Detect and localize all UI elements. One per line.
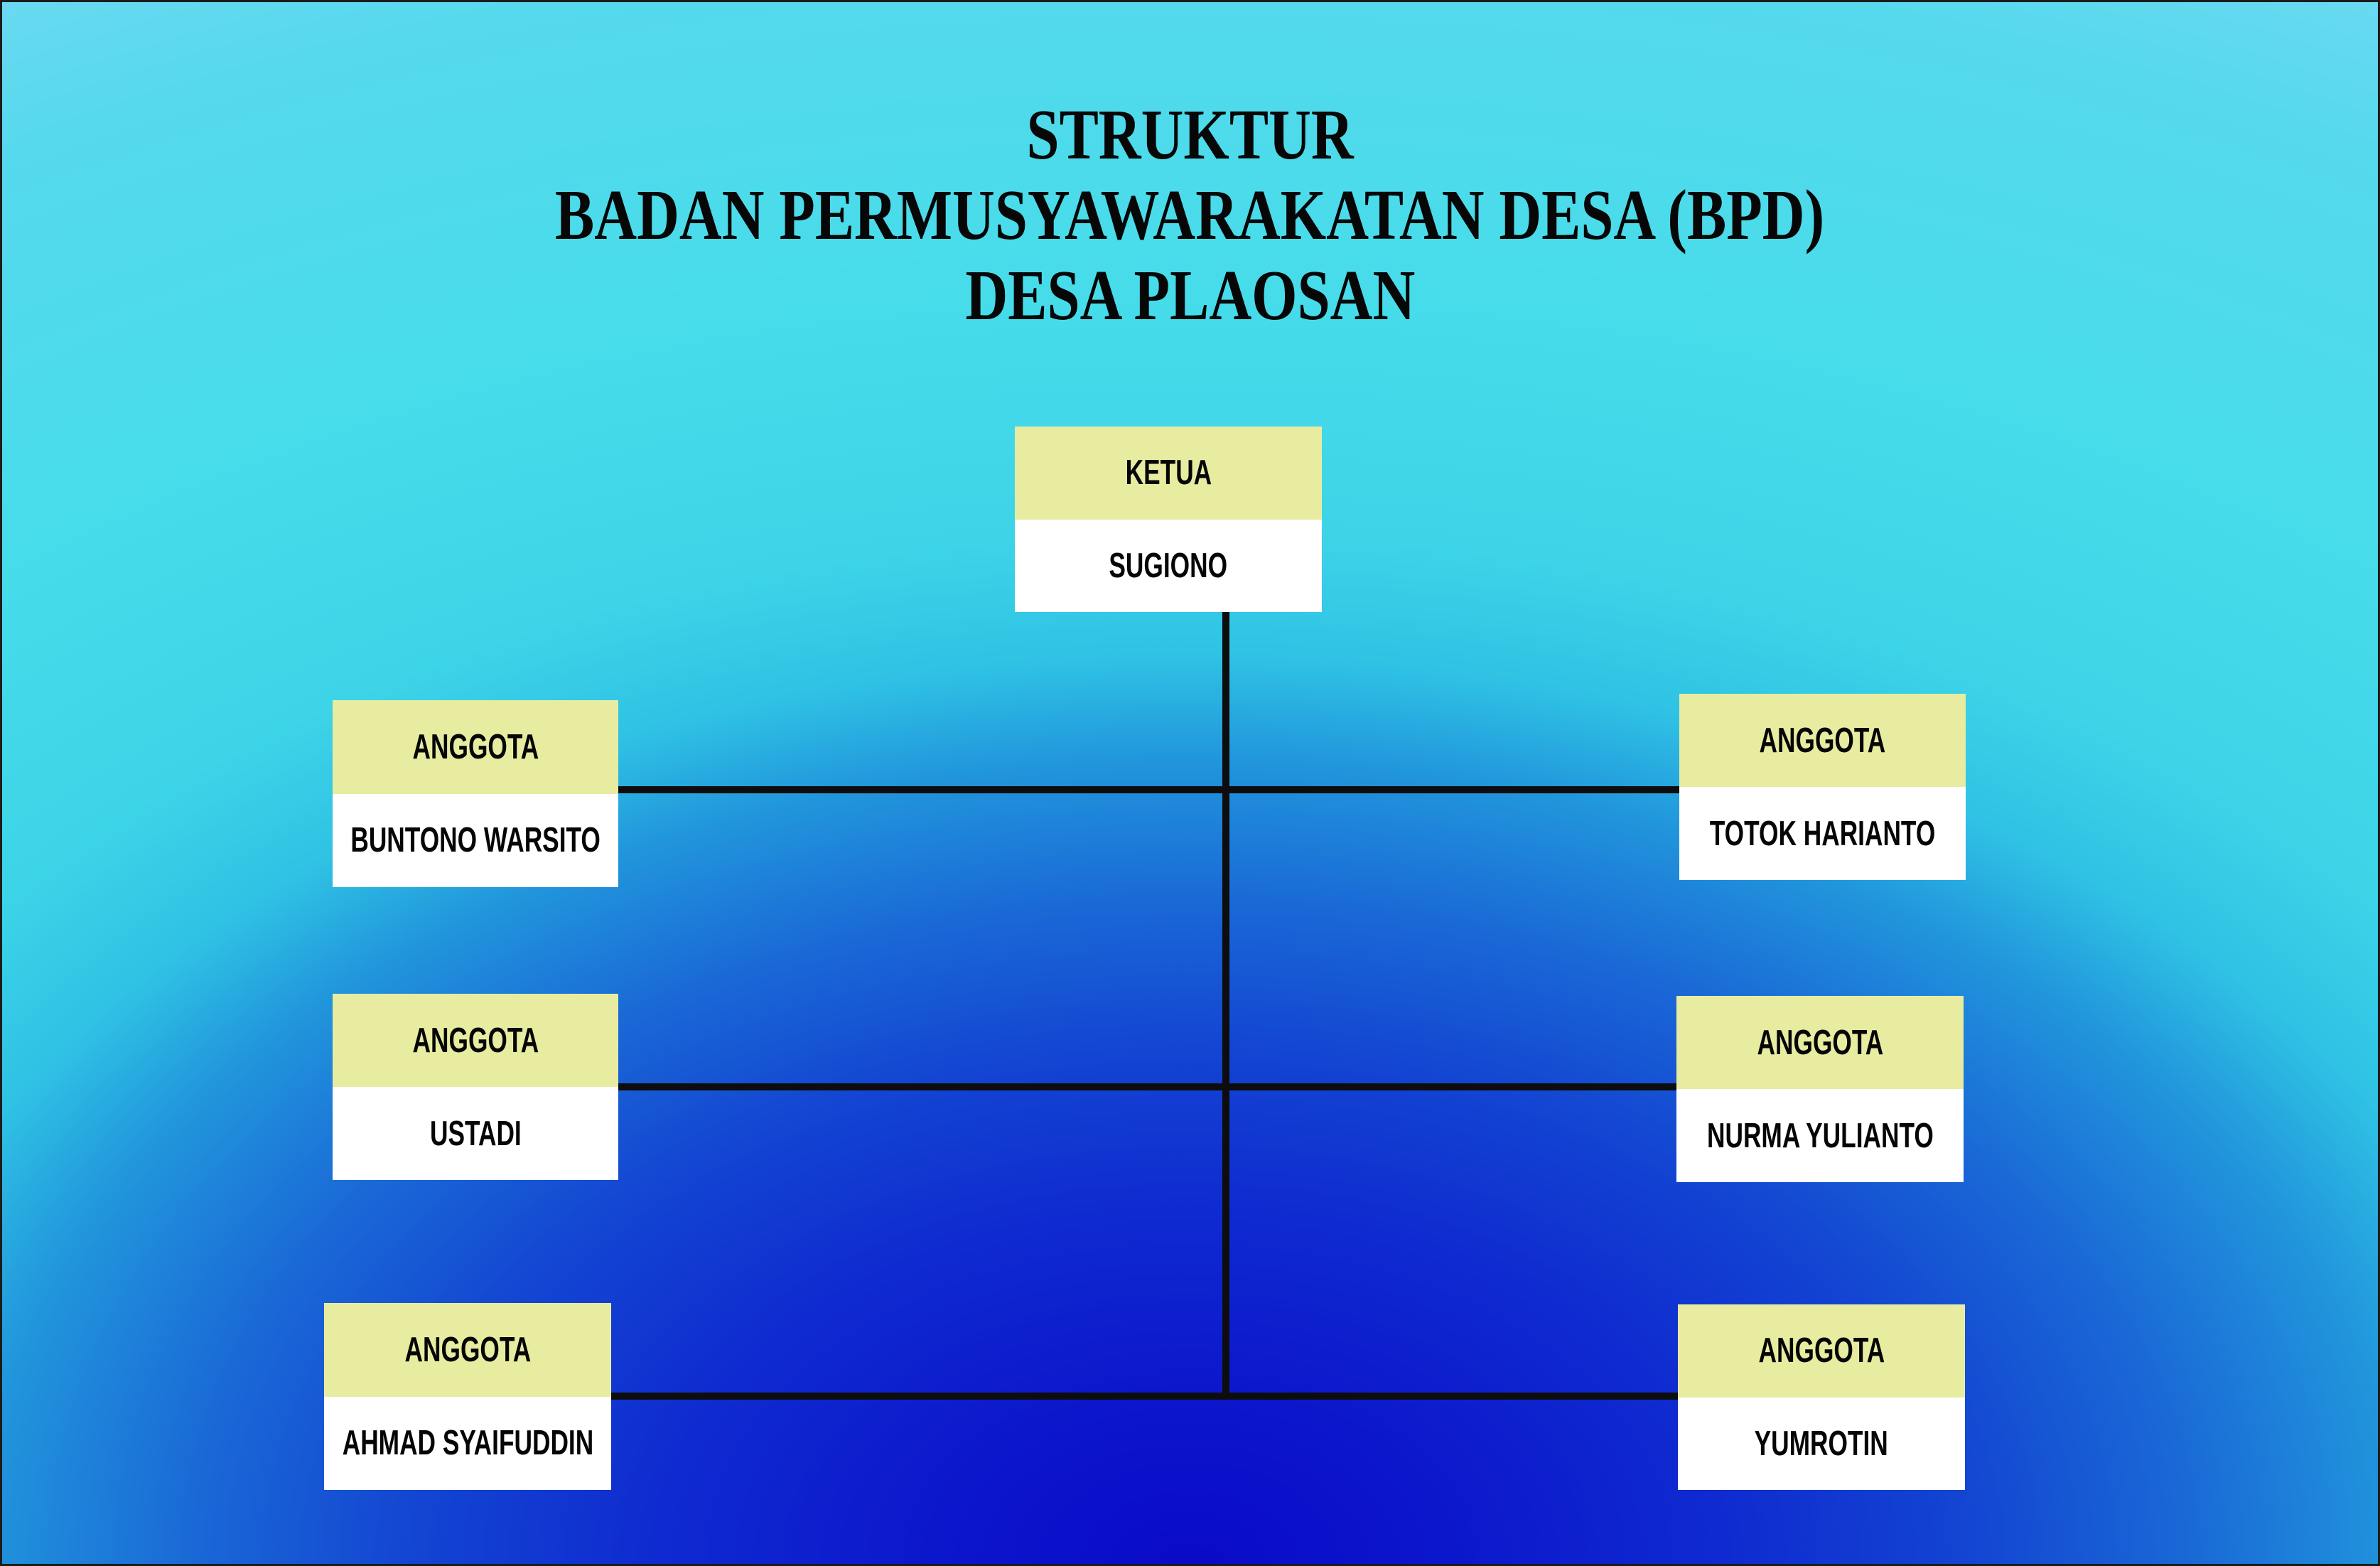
role-label: ANGGOTA (1759, 721, 1886, 760)
org-box-anggota-right-2-name-body: NURMA YULIANTO (1676, 1089, 1964, 1182)
connector-vertical-trunk (1222, 610, 1229, 1400)
org-box-anggota-left-2-name-body: USTADI (333, 1087, 618, 1180)
member-name-label: NURMA YULIANTO (1706, 1116, 1934, 1155)
org-box-anggota-right-3-role-header: ANGGOTA (1678, 1304, 1965, 1398)
org-box-anggota-left-3-name-body: AHMAD SYAIFUDDIN (324, 1396, 611, 1490)
org-box-anggota-right-1-role-header: ANGGOTA (1679, 694, 1966, 787)
connector-row-1 (617, 786, 1681, 793)
member-name-label: YUMROTIN (1754, 1424, 1889, 1463)
org-box-anggota-right-2: ANGGOTA NURMA YULIANTO (1676, 996, 1964, 1182)
org-box-ketua: KETUA SUGIONO (1015, 427, 1322, 612)
role-label: ANGGOTA (412, 727, 539, 766)
member-name-label: AHMAD SYAIFUDDIN (342, 1424, 593, 1463)
org-box-anggota-right-2-role-header: ANGGOTA (1676, 996, 1964, 1089)
title-line-1-text: STRUKTUR (1026, 95, 1354, 174)
role-label: ANGGOTA (412, 1021, 539, 1060)
org-box-ketua-name-body: SUGIONO (1015, 519, 1322, 612)
title-line-3: DESA PLAOSAN (2, 255, 2378, 336)
org-box-anggota-left-1-role-header: ANGGOTA (333, 700, 618, 794)
role-label: ANGGOTA (1757, 1023, 1883, 1062)
connector-row-2 (617, 1083, 1678, 1090)
org-box-ketua-role-header: KETUA (1015, 427, 1322, 520)
title-line-2-text: BADAN PERMUSYAWARAKATAN DESA (BPD) (555, 175, 1825, 254)
org-box-anggota-left-1: ANGGOTA BUNTONO WARSITO (333, 700, 618, 887)
member-name-label: USTADI (429, 1114, 522, 1153)
org-box-anggota-right-3: ANGGOTA YUMROTIN (1678, 1304, 1965, 1490)
title-line-3-text: DESA PLAOSAN (965, 255, 1415, 335)
org-box-anggota-left-3: ANGGOTA AHMAD SYAIFUDDIN (324, 1303, 611, 1490)
role-label: ANGGOTA (404, 1330, 531, 1369)
member-name-label: TOTOK HARIANTO (1709, 814, 1936, 853)
org-box-anggota-left-2-role-header: ANGGOTA (333, 994, 618, 1087)
role-label: ANGGOTA (1758, 1331, 1885, 1371)
title-line-1: STRUKTUR (2, 95, 2378, 175)
member-name-label: BUNTONO WARSITO (350, 821, 601, 860)
role-label: KETUA (1125, 454, 1212, 493)
connector-row-3 (610, 1393, 1679, 1400)
org-box-anggota-right-3-name-body: YUMROTIN (1678, 1397, 1965, 1490)
title-block: STRUKTUR BADAN PERMUSYAWARAKATAN DESA (B… (2, 95, 2378, 336)
org-box-anggota-left-3-role-header: ANGGOTA (324, 1303, 611, 1397)
member-name-label: SUGIONO (1109, 546, 1228, 585)
org-box-anggota-right-1-name-body: TOTOK HARIANTO (1679, 787, 1966, 880)
org-box-anggota-left-2: ANGGOTA USTADI (333, 994, 618, 1180)
title-line-2: BADAN PERMUSYAWARAKATAN DESA (BPD) (2, 175, 2378, 255)
org-box-anggota-right-1: ANGGOTA TOTOK HARIANTO (1679, 694, 1966, 880)
org-box-anggota-left-1-name-body: BUNTONO WARSITO (333, 793, 618, 887)
